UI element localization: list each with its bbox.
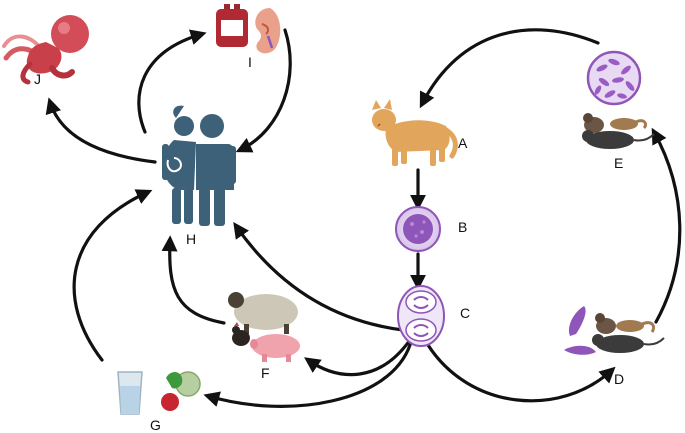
label-d: D [614,371,624,387]
oocyst-icon [395,206,441,252]
label-b: B [458,219,467,235]
arrow-c-to-f [304,338,412,377]
water-vegetables-icon [117,371,201,415]
arrow-h-to-j [45,97,157,164]
arrow-f-to-h [161,235,226,325]
livestock-icon [228,292,300,362]
cycle-arrows [45,28,682,408]
label-i: I [248,54,252,70]
tissue-cyst-rodent-icon [582,50,655,149]
label-f: F [261,365,270,381]
label-a: A [458,135,468,151]
human-couple-icon [162,105,236,226]
arrow-e-to-a [419,28,600,109]
arrow-c-to-h [233,222,405,332]
cat-icon [372,99,458,166]
label-g: G [150,417,161,433]
arrow-h-to-i [137,29,207,134]
sporulated-oocyst-icon [397,285,445,347]
arrow-d-to-e [651,127,682,324]
tachyzoite-rodent-icon [564,306,665,355]
arrow-i-to-h [235,28,292,153]
arrow-c-to-g [203,343,412,408]
label-e: E [614,155,623,171]
label-c: C [460,305,470,321]
baby-in-womb-icon [166,157,182,173]
arrow-g-to-h [72,189,153,362]
label-j: J [34,71,41,87]
label-h: H [186,231,196,247]
fetus-icon [2,15,89,85]
arrow-c-to-d [426,343,616,403]
blood-kidney-icon [216,4,281,54]
